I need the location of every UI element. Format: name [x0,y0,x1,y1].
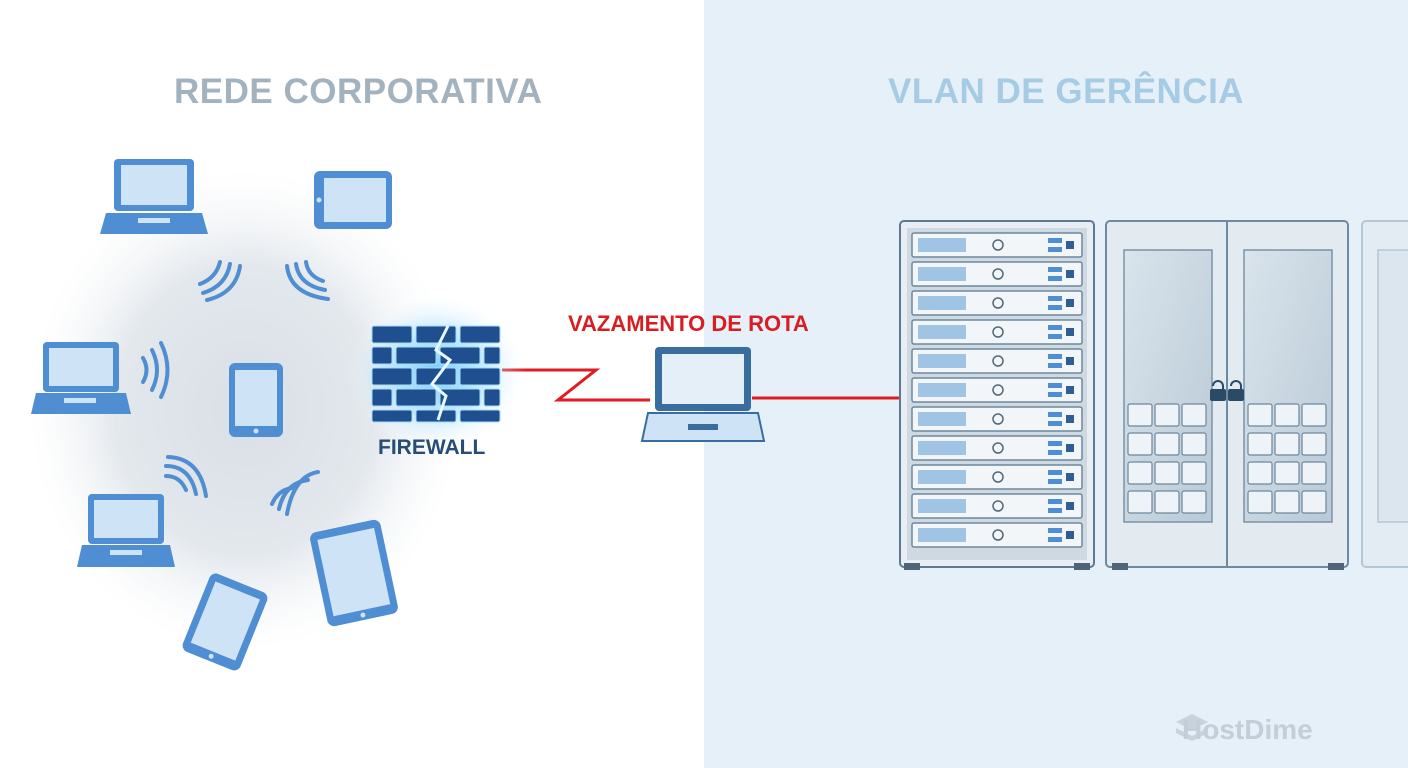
corporate-network-title: REDE CORPORATIVA [174,72,543,111]
drive-bay [1127,461,1153,485]
drive-bay [1301,490,1327,514]
hostdime-logo-icon [1176,714,1208,741]
brand-name: HostDime [1182,714,1313,745]
firewall-brick-icon [371,325,501,423]
server-unit [911,377,1083,403]
lock-icon [1210,380,1226,401]
drive-bay [1127,432,1153,456]
laptop-icon [77,494,175,567]
drive-bay [1154,432,1180,456]
server-unit [911,319,1083,345]
wifi-signal-icon [164,455,208,498]
wifi-signal-icon [270,470,320,516]
drive-bay [1247,461,1273,485]
drive-bay [1247,490,1273,514]
management-vlan-title: VLAN DE GERÊNCIA [888,72,1245,111]
drive-bay [1274,490,1300,514]
firewall-label: FIREWALL [378,436,486,459]
drive-bay [1181,461,1207,485]
wifi-signal-icon [198,260,242,302]
drive-bay [1274,403,1300,427]
server-unit [911,290,1083,316]
tablet-icon [229,363,283,437]
tablet-icon [310,519,398,627]
server-unit [911,232,1083,258]
drive-bay [1247,432,1273,456]
drive-bay [1247,403,1273,427]
drive-bay [1127,490,1153,514]
laptop-icon [100,159,208,234]
drive-bay [1127,403,1153,427]
server-unit [911,348,1083,374]
drive-bay [1274,432,1300,456]
storage-cabinet-partial [1361,220,1408,568]
storage-cabinet [1105,220,1349,570]
laptop-icon [640,347,766,442]
server-unit [911,493,1083,519]
lock-icon [1228,380,1244,401]
server-unit [911,464,1083,490]
server-unit [911,261,1083,287]
drive-bay [1181,432,1207,456]
drive-bay [1181,403,1207,427]
cabinet-drive-bays [1127,403,1327,514]
drive-bay [1301,403,1327,427]
server-unit [911,522,1083,548]
server-unit [911,406,1083,432]
drive-bay [1181,490,1207,514]
drive-bay [1274,461,1300,485]
drive-bay [1154,461,1180,485]
drive-bay [1301,461,1327,485]
route-leak-connector [502,368,650,402]
firewall-crack [429,325,453,421]
drive-bay [1301,432,1327,456]
wifi-signal-icon [141,341,170,399]
route-leak-label: VAZAMENTO DE ROTA [568,311,809,336]
laptop-icon [31,342,131,414]
rack-units [911,232,1083,548]
drive-bay [1154,403,1180,427]
drive-bay [1154,490,1180,514]
tablet-icon [314,171,392,229]
tablet-icon [182,573,268,671]
server-unit [911,435,1083,461]
brand-logo: HostDime [1174,712,1313,748]
wifi-signal-icon [285,260,330,301]
